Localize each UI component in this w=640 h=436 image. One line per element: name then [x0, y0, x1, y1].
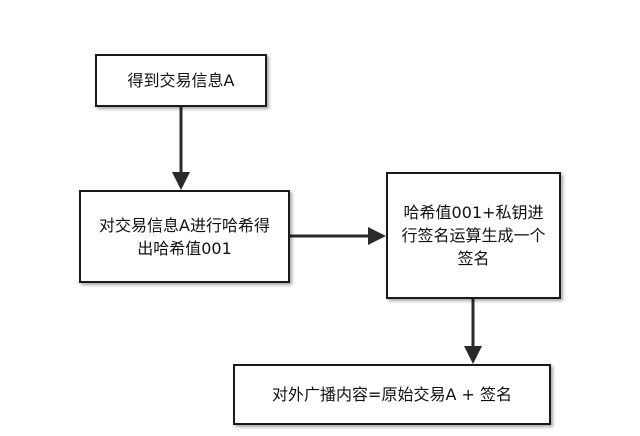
node-get-transaction: 得到交易信息A	[95, 54, 267, 107]
node-broadcast-label: 对外广播内容=原始交易A + 签名	[272, 385, 512, 404]
node-hash-transaction-label: 对交易信息A进行哈希得出哈希值001	[99, 215, 270, 258]
node-get-transaction-label: 得到交易信息A	[127, 71, 235, 90]
arrow-step1-to-step2	[172, 107, 190, 190]
node-sign-hash: 哈希值001+私钥进行签名运算生成一个签名	[386, 172, 561, 299]
arrow-step2-to-step3	[290, 227, 386, 245]
node-hash-transaction: 对交易信息A进行哈希得出哈希值001	[79, 190, 290, 283]
node-broadcast: 对外广播内容=原始交易A + 签名	[233, 364, 551, 425]
node-sign-hash-label: 哈希值001+私钥进行签名运算生成一个签名	[401, 203, 546, 268]
arrow-step3-to-step4	[464, 299, 482, 364]
